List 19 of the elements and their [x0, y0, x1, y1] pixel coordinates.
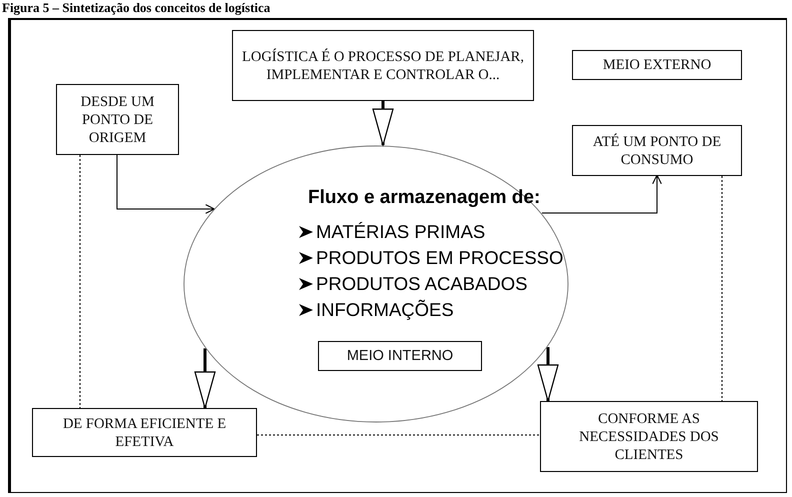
- arrow: [116, 154, 215, 214]
- list-item: PRODUTOS EM PROCESSO: [316, 246, 564, 270]
- figure-title: Figura 5 – Sintetização dos conceitos de logística: [2, 0, 270, 16]
- block-arrow: [194, 348, 216, 409]
- list-item: MATÉRIAS PRIMAS: [316, 220, 486, 244]
- list-item: INFORMAÇÕES: [316, 298, 454, 322]
- list-item: PRODUTOS ACABADOS: [316, 272, 528, 296]
- block-arrow: [372, 101, 394, 146]
- block-arrow: [537, 347, 559, 402]
- text-box: ATÉ UM PONTO DE CONSUMO: [572, 125, 742, 176]
- arrow: [541, 174, 662, 214]
- text-box: CONFORME AS NECESSIDADES DOS CLIENTES: [540, 401, 758, 472]
- text-box: DESDE UM PONTO DE ORIGEM: [56, 84, 179, 155]
- text-box: LOGÍSTICA É O PROCESSO DE PLANEJAR, IMPLEMENTAR E CONTROLAR O...: [232, 30, 534, 101]
- text-box: MEIO INTERNO: [318, 341, 482, 371]
- ellipse-heading: Fluxo e armazenagem de:: [308, 186, 540, 210]
- text-box: DE FORMA EFICIENTE E EFETIVA: [32, 408, 257, 457]
- text-box: MEIO EXTERNO: [572, 50, 742, 80]
- dotted-line: [256, 434, 540, 436]
